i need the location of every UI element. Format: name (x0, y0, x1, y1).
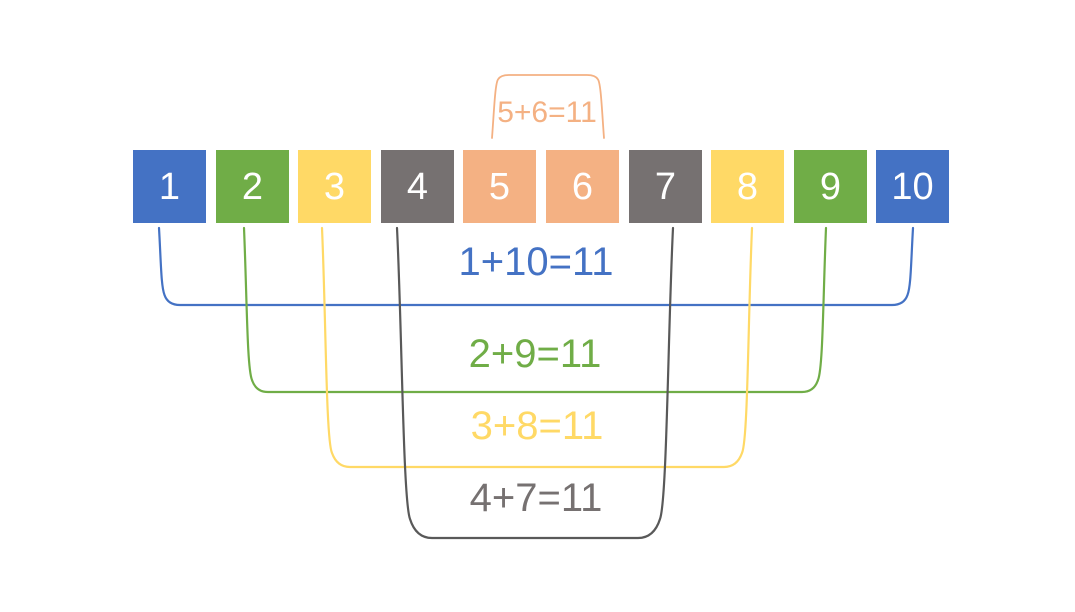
number-box-6: 6 (546, 150, 619, 223)
arc-2-plus-9 (242, 226, 828, 394)
number-box-4: 4 (381, 150, 454, 223)
number-box-value: 4 (406, 165, 429, 208)
number-box-value: 5 (488, 165, 511, 208)
equation-label-2-9: 2+9=11 (468, 332, 602, 376)
number-box-value: 1 (158, 165, 181, 208)
number-box-value: 2 (241, 165, 264, 208)
arc-3-plus-8 (320, 226, 754, 469)
equation-label-4-7: 4+7=11 (469, 476, 603, 520)
number-box-value: 7 (654, 165, 677, 208)
number-box-10: 10 (876, 150, 949, 223)
equation-label-1-10: 1+10=11 (458, 240, 614, 284)
number-box-value: 9 (819, 165, 842, 208)
number-box-8: 8 (711, 150, 784, 223)
number-box-value: 3 (323, 165, 346, 208)
number-box-5: 5 (463, 150, 536, 223)
number-box-7: 7 (629, 150, 702, 223)
number-box-9: 9 (794, 150, 867, 223)
arc-1-plus-10 (157, 226, 915, 307)
number-box-2: 2 (216, 150, 289, 223)
equation-label-3-8: 3+8=11 (470, 404, 604, 448)
number-box-value: 8 (736, 165, 759, 208)
arc-5-plus-6 (491, 74, 605, 139)
equation-label-5-6: 5+6=11 (497, 96, 597, 129)
number-box-value: 6 (571, 165, 594, 208)
arc-4-plus-7 (395, 226, 675, 540)
number-box-3: 3 (298, 150, 371, 223)
number-box-value: 10 (891, 165, 934, 208)
number-box-1: 1 (133, 150, 206, 223)
